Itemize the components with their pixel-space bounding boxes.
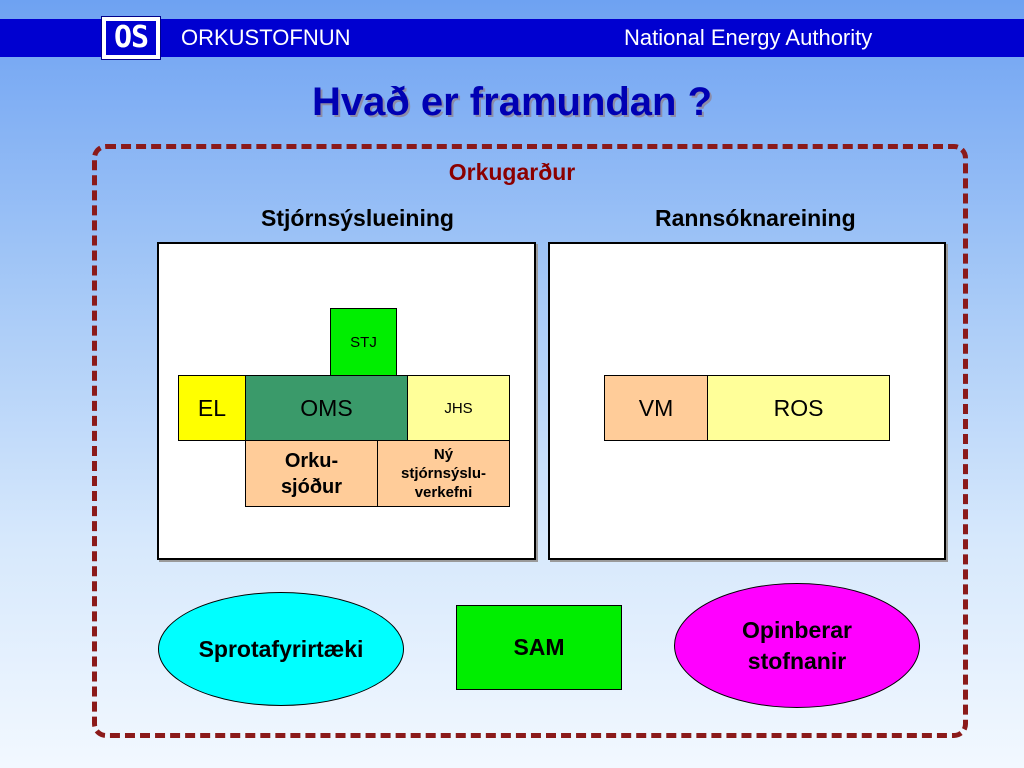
sam-box: SAM (456, 605, 622, 690)
el-box: EL (178, 375, 246, 441)
oms-box: OMS (245, 375, 408, 441)
org-name: ORKUSTOFNUN (181, 25, 351, 50)
ny-verkefni-label: Ný stjórnsýslu- verkefni (400, 446, 487, 501)
header-bar (0, 19, 1024, 57)
right-unit-label: Rannsóknareining (655, 205, 856, 231)
vm-label: VM (638, 394, 674, 421)
el-label: EL (197, 394, 227, 421)
jhs-box: JHS (407, 375, 510, 441)
ny-verkefni-box: Ný stjórnsýslu- verkefni (377, 440, 510, 507)
vm-box: VM (604, 375, 708, 441)
stj-label: STJ (350, 333, 377, 351)
sam-label: SAM (513, 634, 565, 660)
jhs-label: JHS (444, 399, 473, 417)
logo-text: OS (106, 21, 156, 55)
os-logo: OS (101, 16, 161, 60)
public-agencies-ellipse: Opinberar stofnanir (674, 583, 920, 708)
orkugardur-boundary (92, 144, 968, 738)
ros-box: ROS (707, 375, 890, 441)
org-name-en: National Energy Authority (624, 25, 873, 50)
stj-box: STJ (330, 308, 397, 376)
oms-label: OMS (300, 394, 353, 421)
slide-title: Hvað er framundan ? (311, 80, 713, 124)
ros-label: ROS (773, 394, 824, 421)
campus-label: Orkugarður (448, 159, 576, 185)
startups-label: Sprotafyrirtæki (198, 635, 364, 662)
orkusjodur-label: Orku- sjóður (280, 449, 343, 498)
orkusjodur-box: Orku- sjóður (245, 440, 378, 507)
left-unit-label: Stjórnsýslueining (261, 205, 454, 231)
startups-ellipse: Sprotafyrirtæki (158, 592, 404, 706)
public-agencies-label: Opinberar stofnanir (742, 616, 852, 674)
